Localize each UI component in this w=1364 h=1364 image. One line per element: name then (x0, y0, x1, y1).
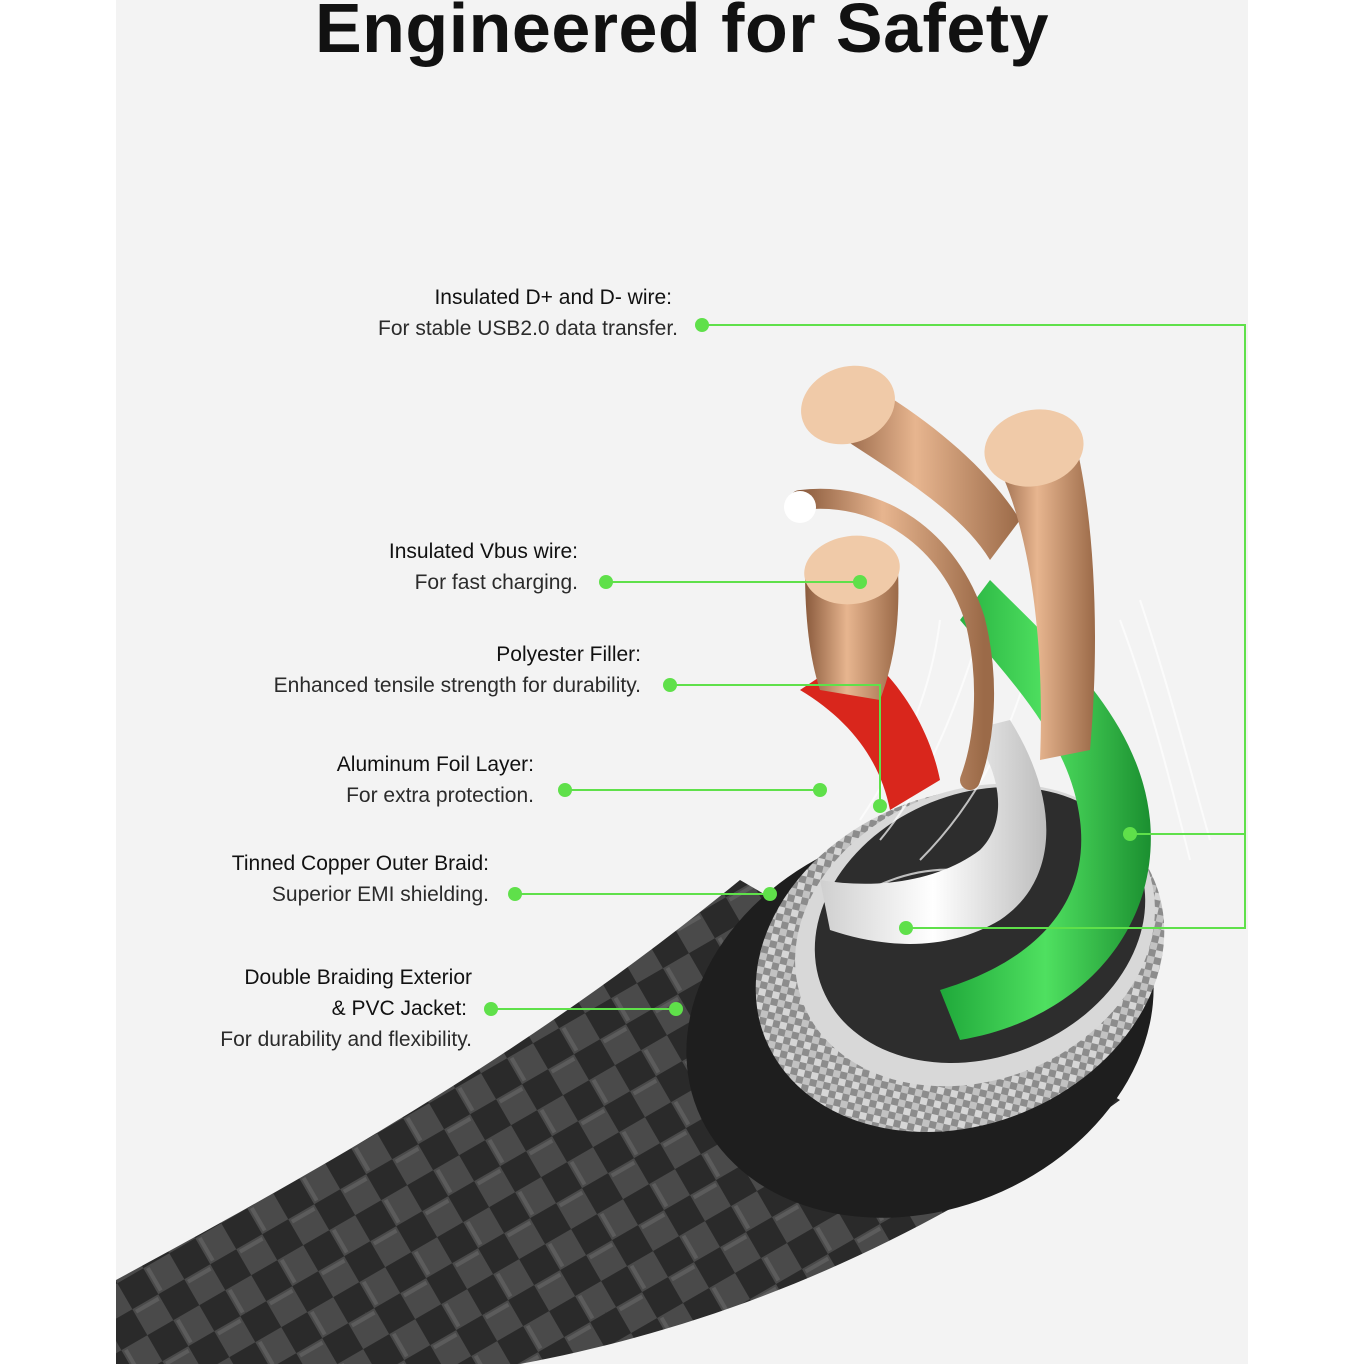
callout-vbus-wire: Insulated Vbus wire: For fast charging. (389, 536, 578, 598)
leader-line-polyester (670, 684, 881, 806)
callout-description: For stable USB2.0 data transfer. (378, 317, 678, 340)
leader-dot (1123, 827, 1137, 841)
callout-polyester-filler: Polyester Filler: Enhanced tensile stren… (274, 639, 641, 701)
callout-heading: Insulated Vbus wire: (388, 540, 578, 563)
white-data-wire (820, 720, 1047, 944)
leader-dot (663, 678, 677, 692)
callout-heading: Polyester Filler: (496, 643, 641, 666)
callout-description: Enhanced tensile strength for durability… (273, 674, 641, 697)
callout-tinned-copper-braid: Tinned Copper Outer Braid: Superior EMI … (232, 848, 489, 910)
callout-heading: Insulated D+ and D- wire: (434, 286, 672, 309)
leader-dot (695, 318, 709, 332)
leader-dot (813, 783, 827, 797)
copper-conductor-c (805, 570, 899, 700)
callout-heading-line2: & PVC Jacket: (331, 997, 467, 1020)
callout-double-braiding-jacket: Double Braiding Exterior & PVC Jacket: F… (220, 962, 472, 1055)
leader-line-dplus-dminus (702, 324, 1246, 929)
callout-heading: Tinned Copper Outer Braid: (231, 852, 489, 875)
callout-description: Superior EMI shielding. (271, 883, 489, 906)
leader-dot (508, 887, 522, 901)
callout-description: For durability and flexibility. (220, 1028, 472, 1051)
leader-dot (763, 887, 777, 901)
callout-description: For extra protection. (346, 784, 534, 807)
page-title: Engineered for Safety (314, 0, 1049, 67)
callout-heading: Aluminum Foil Layer: (336, 753, 534, 776)
callout-dplus-dminus-wire: Insulated D+ and D- wire: For stable USB… (378, 282, 678, 344)
callout-heading: Double Braiding Exterior (244, 966, 472, 989)
leader-dot (599, 575, 613, 589)
leader-dot (899, 921, 913, 935)
leader-dot (669, 1002, 683, 1016)
leader-dot (873, 799, 887, 813)
leader-dot (484, 1002, 498, 1016)
copper-conductor-b (990, 440, 1095, 760)
leader-dot (853, 575, 867, 589)
green-data-wire (940, 580, 1151, 1040)
callout-aluminum-foil: Aluminum Foil Layer: For extra protectio… (337, 749, 534, 811)
leader-dot (558, 783, 572, 797)
callout-description: For fast charging. (414, 571, 578, 594)
